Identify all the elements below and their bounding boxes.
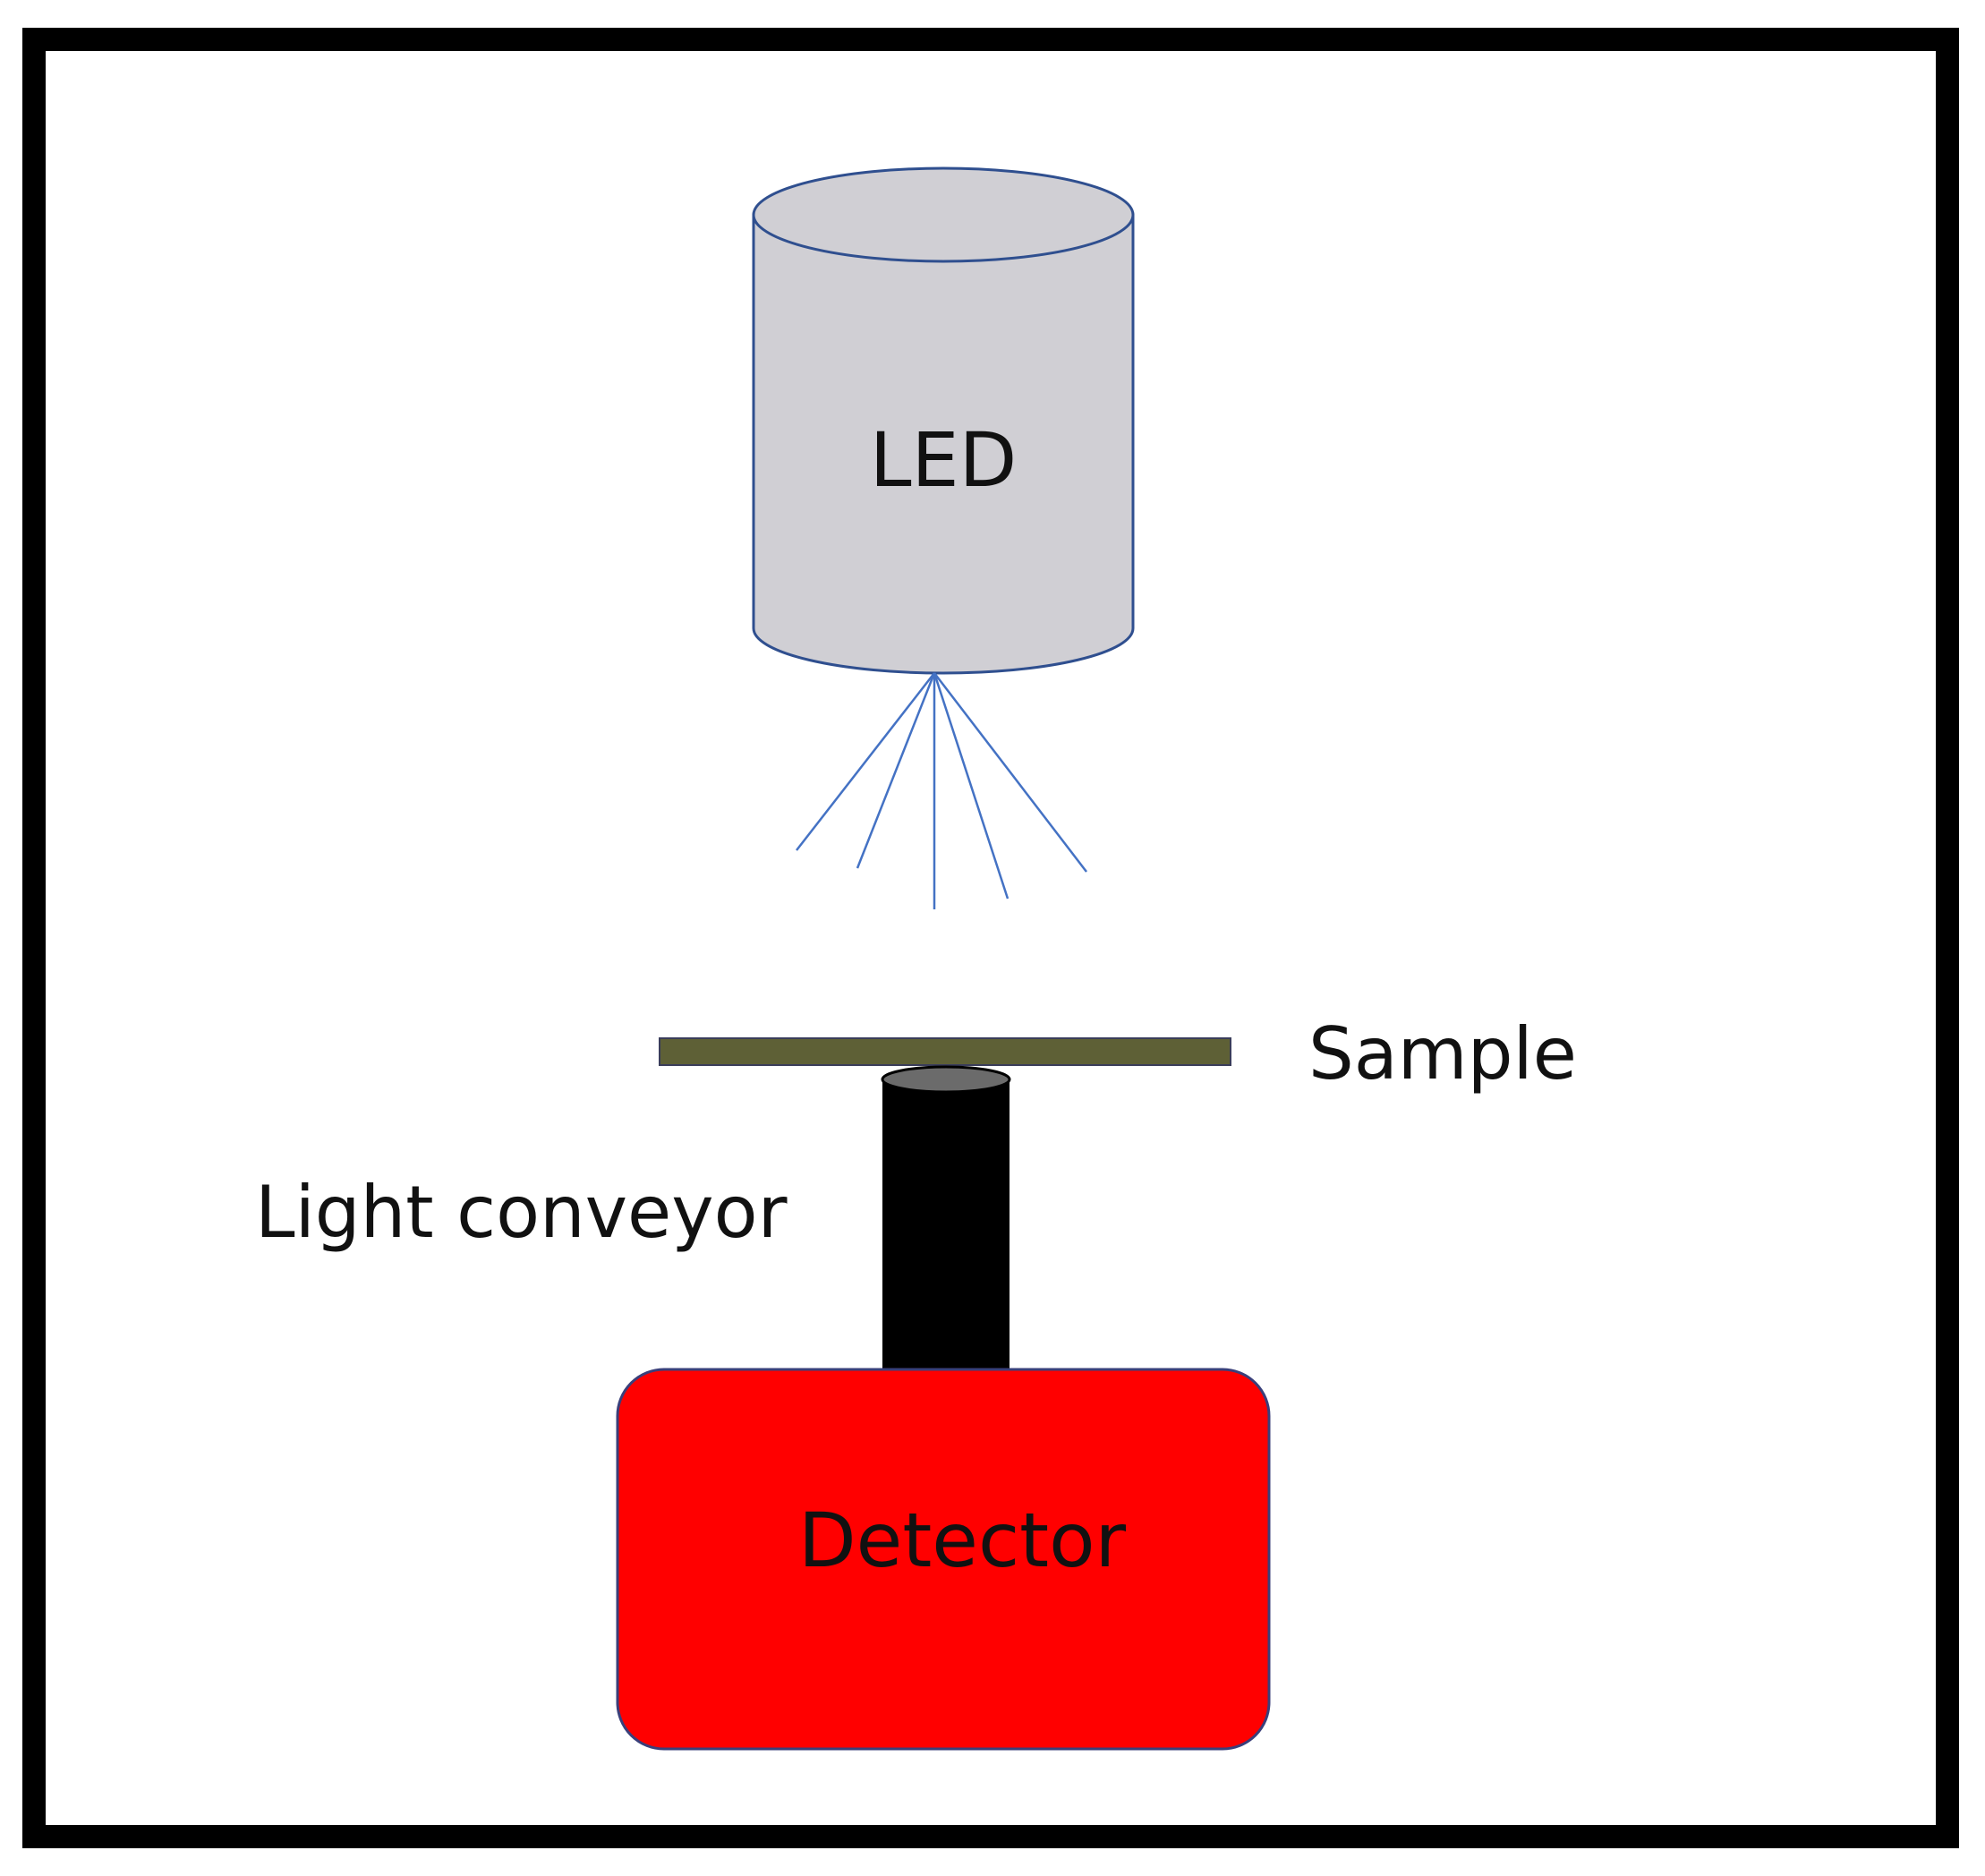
led-cylinder: LED	[752, 166, 1135, 675]
light-ray	[796, 672, 935, 851]
light-conveyor-body	[882, 1079, 1010, 1375]
sample-plate	[659, 1037, 1231, 1066]
light-ray	[856, 672, 936, 869]
sample-label: Sample	[1308, 1012, 1577, 1096]
led-body	[752, 213, 1135, 675]
led-top-face	[752, 166, 1135, 263]
light-ray	[933, 672, 1010, 900]
light-rays	[796, 672, 1087, 909]
light-conveyor-top	[881, 1065, 1011, 1094]
light-ray	[933, 672, 1087, 873]
detector-label: Detector	[798, 1497, 1126, 1584]
detector-box	[616, 1368, 1271, 1751]
light-conveyor	[881, 1065, 1011, 1375]
led-label: LED	[870, 416, 1018, 504]
light-conveyor-label: Light conveyor	[255, 1171, 788, 1254]
